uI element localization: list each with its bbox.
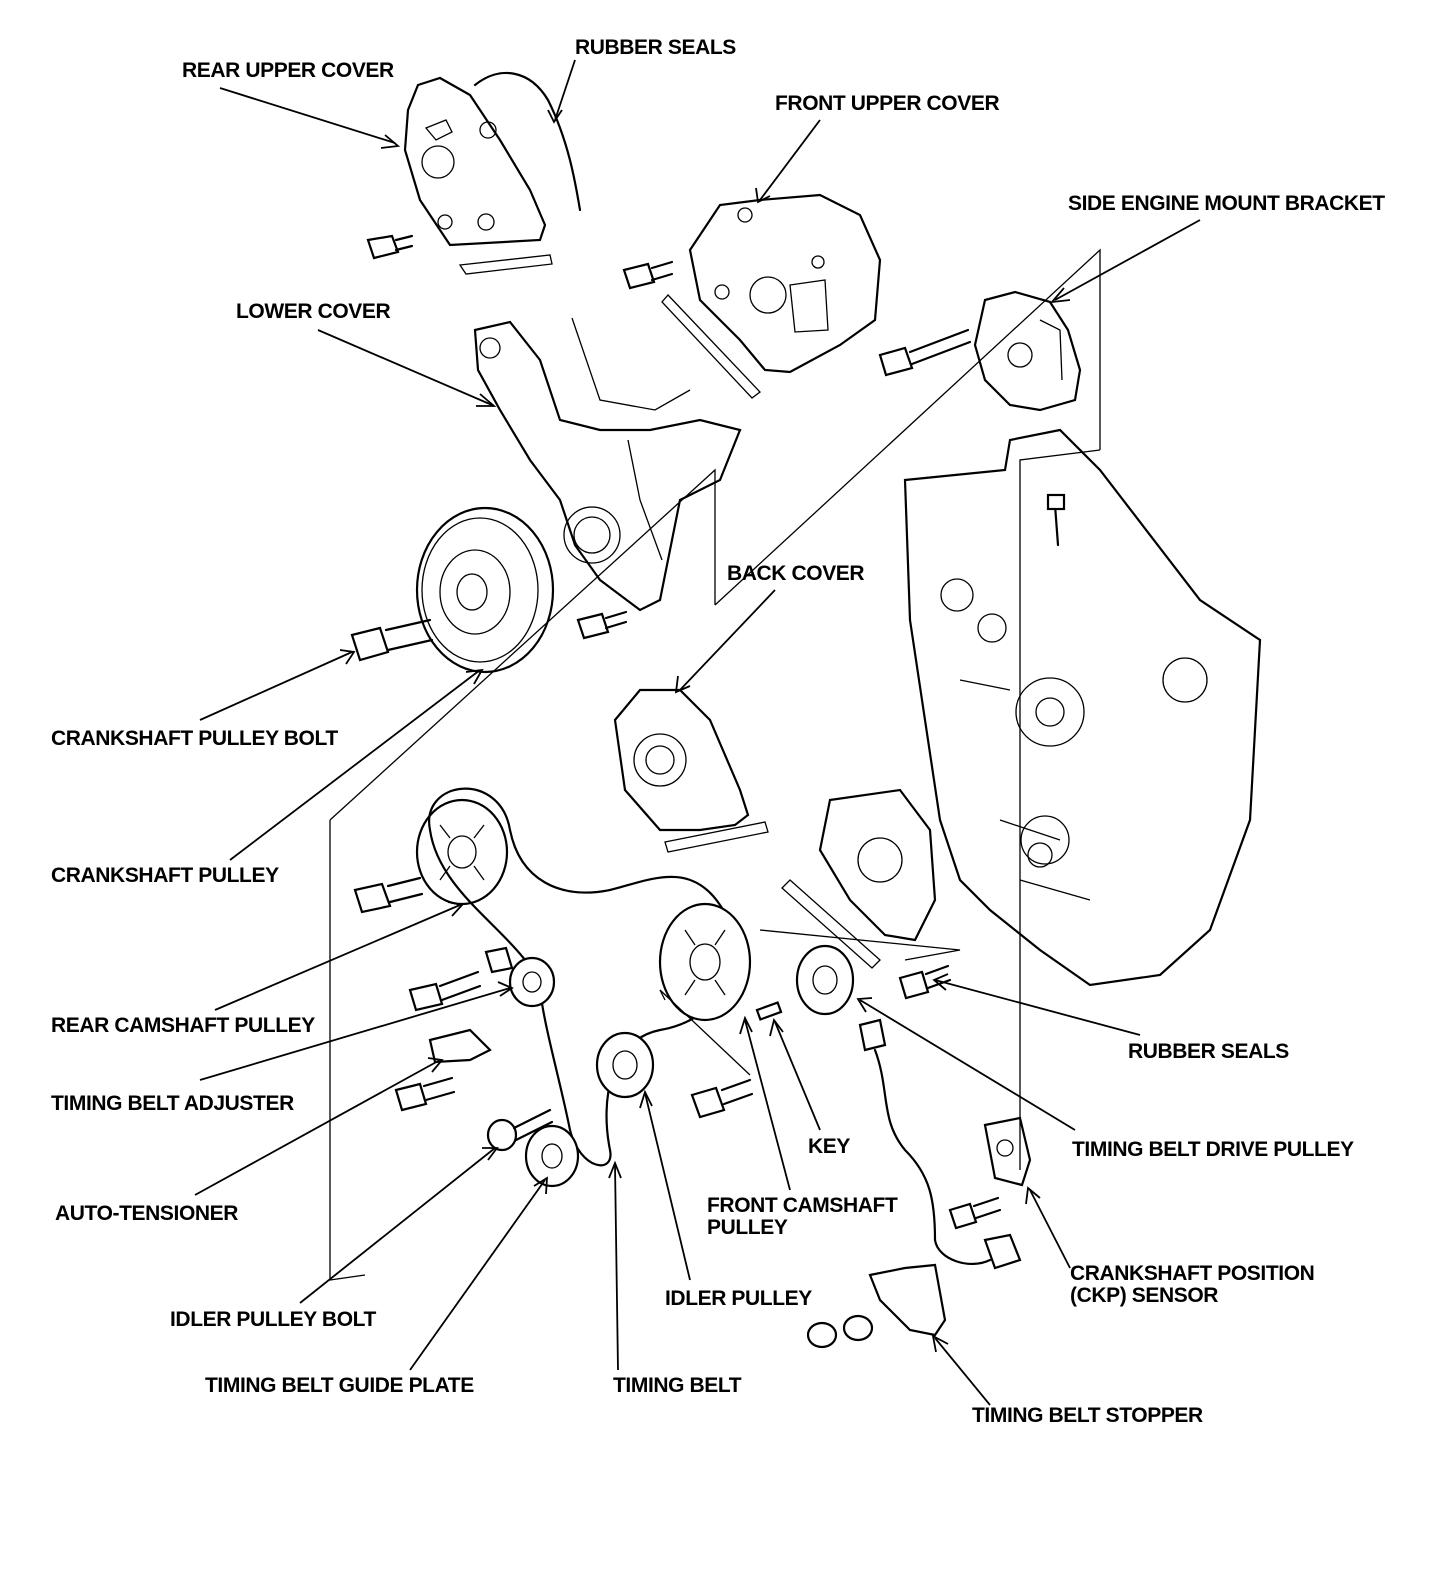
front-upper-cover-part	[661, 193, 882, 399]
label-key: KEY	[808, 1135, 850, 1158]
side-engine-mount-bracket-part	[973, 290, 1082, 412]
lower-cover-bolt	[576, 610, 628, 640]
label-timing-belt-drive-pulley: TIMING BELT DRIVE PULLEY	[1072, 1138, 1354, 1161]
rear-camshaft-pulley-bolt	[353, 876, 424, 914]
rear-upper-cover-part	[403, 76, 553, 275]
idler-pulley-part	[595, 1031, 655, 1099]
crankshaft-pulley-part	[415, 506, 555, 674]
ckp-sensor-part	[983, 1116, 1032, 1187]
crankshaft-pulley-bolt-part	[350, 618, 434, 662]
timing-belt-adjuster-part	[484, 946, 556, 1008]
label-rear-camshaft-pulley: REAR CAMSHAFT PULLEY	[51, 1014, 315, 1037]
rear-upper-cover-bolt	[366, 234, 414, 260]
front-upper-cover-bolt	[622, 260, 674, 290]
mount-bracket-bolt	[878, 328, 972, 377]
label-lower-cover: LOWER COVER	[236, 300, 391, 323]
label-crankshaft-pulley-bolt: CRANKSHAFT PULLEY BOLT	[51, 727, 338, 750]
label-timing-belt-guide-plate: TIMING BELT GUIDE PLATE	[205, 1374, 474, 1397]
label-rubber-seals-right: RUBBER SEALS	[1128, 1040, 1289, 1063]
timing-belt-stopper-part	[806, 1263, 947, 1349]
rear-camshaft-pulley-part	[415, 798, 509, 906]
rubber-seal-strip-top	[473, 71, 582, 212]
front-seal-plate-part	[781, 788, 937, 969]
label-ckp-sensor-line2: (CKP) SENSOR	[1070, 1284, 1219, 1307]
label-timing-belt-adjuster: TIMING BELT ADJUSTER	[51, 1092, 294, 1115]
label-idler-pulley: IDLER PULLEY	[665, 1287, 812, 1310]
ckp-sensor-bolt	[948, 1196, 1002, 1230]
idler-pulley-bolt-part	[486, 1108, 554, 1152]
label-front-upper-cover: FRONT UPPER COVER	[775, 92, 1000, 115]
label-back-cover: BACK COVER	[727, 562, 865, 585]
label-crankshaft-pulley: CRANKSHAFT PULLEY	[51, 864, 279, 887]
idler-bolt-lower	[690, 1078, 754, 1119]
back-cover-part	[613, 688, 769, 853]
label-timing-belt-stopper: TIMING BELT STOPPER	[972, 1404, 1203, 1427]
key-part	[755, 1001, 783, 1021]
label-front-camshaft-pulley-line2: PULLEY	[707, 1216, 788, 1239]
label-rubber-seals-top: RUBBER SEALS	[575, 36, 736, 59]
label-ckp-sensor-line1: CRANKSHAFT POSITION	[1070, 1262, 1315, 1285]
crank-side-bolt	[898, 964, 952, 1000]
label-auto-tensioner: AUTO-TENSIONER	[55, 1202, 239, 1225]
label-front-camshaft-pulley-line1: FRONT CAMSHAFT	[707, 1194, 898, 1217]
sensor-harness-part	[858, 1018, 1022, 1270]
label-idler-pulley-bolt: IDLER PULLEY BOLT	[170, 1308, 376, 1331]
lower-cover-part	[473, 317, 742, 612]
label-side-engine-mount-bracket: SIDE ENGINE MOUNT BRACKET	[1068, 192, 1385, 215]
timing-belt-drive-pulley-part	[795, 944, 855, 1016]
front-camshaft-pulley-part	[658, 902, 752, 1022]
auto-tensioner-part	[394, 970, 492, 1112]
label-rear-upper-cover: REAR UPPER COVER	[182, 59, 394, 82]
leader-lines	[194, 59, 1201, 1406]
engine-block-part	[903, 428, 1262, 987]
timing-belt-guide-plate-part	[524, 1124, 580, 1188]
label-timing-belt: TIMING BELT	[613, 1374, 742, 1397]
timing-belt-part	[428, 787, 738, 1167]
